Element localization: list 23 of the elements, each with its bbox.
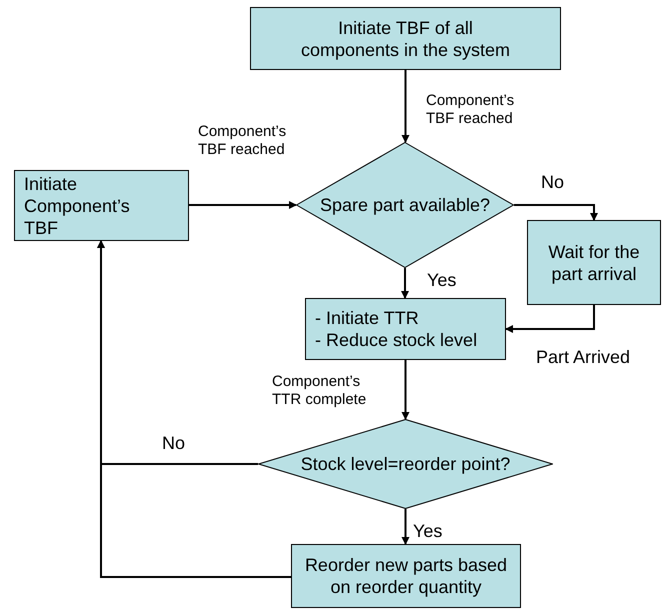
node-text: Initiate TBF of all components in the system: [300, 16, 512, 60]
node-text: Stock level=reorder point?: [300, 453, 510, 475]
process-box: [250, 7, 561, 70]
arrow: [189, 201, 297, 209]
process-box: [305, 298, 506, 360]
node-text: - Initiate TTR: [315, 307, 419, 329]
arrow: [514, 204, 598, 221]
process-box: [291, 544, 521, 608]
node-text: Spare part available?: [320, 194, 490, 216]
decision-diamond: [296, 142, 514, 268]
node-text: - Reduce stock level: [315, 329, 478, 351]
arrow: [402, 360, 410, 420]
node-text: Reorder new parts based on reorder quantity: [304, 554, 508, 598]
node-text: Wait for the part arrival: [547, 240, 641, 284]
arrow: [401, 268, 409, 299]
arrow: [505, 305, 595, 333]
process-box: [14, 170, 189, 241]
node-text: Initiate Component’s TBF: [24, 172, 131, 238]
process-box: [527, 220, 661, 305]
arrow: [402, 70, 410, 143]
arrow: [402, 509, 410, 545]
arrow: [97, 240, 291, 578]
decision-diamond: [258, 419, 553, 509]
